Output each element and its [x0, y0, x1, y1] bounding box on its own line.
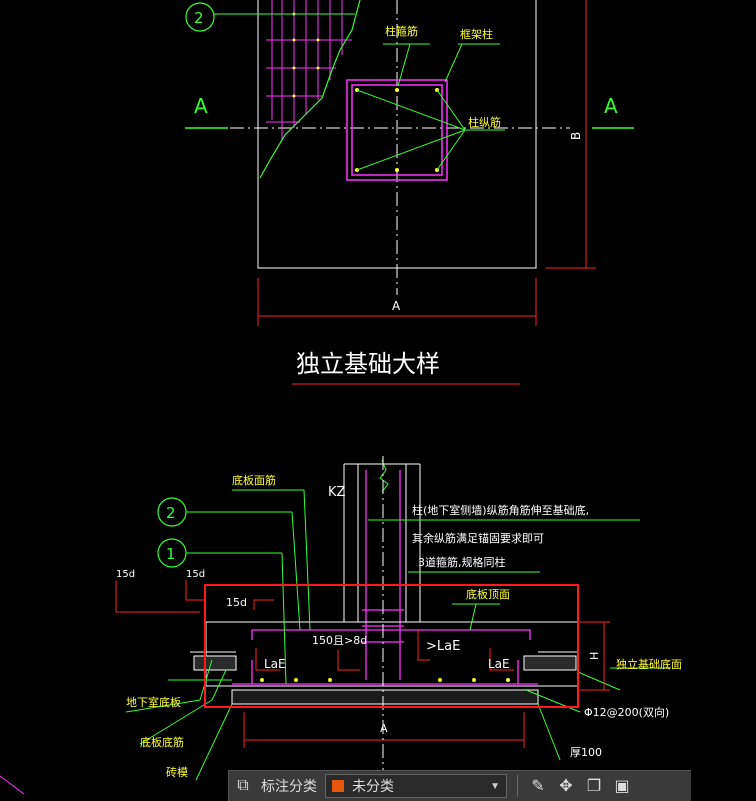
- label-rebar-spec: Φ12@200(双向): [584, 705, 669, 719]
- highlight-box: [204, 584, 579, 708]
- footing-slab: [205, 621, 579, 687]
- toolbar-divider: [517, 775, 518, 797]
- category-selected-value: 未分类: [352, 779, 394, 795]
- section-view: 2 1 KZ 底板: [0, 456, 682, 794]
- label-15d-b: 15d: [186, 569, 205, 580]
- callout-2-text: 2: [166, 504, 176, 522]
- callout-2-plan-text: 2: [194, 9, 204, 27]
- category-dropdown[interactable]: 未分类 ▼: [325, 774, 507, 798]
- label-lae-left: LaE: [264, 657, 286, 671]
- label-bottom-bar: 底板底筋: [140, 735, 184, 749]
- category-label: 标注分类: [261, 779, 317, 795]
- callout-circle-2-plan: [185, 2, 215, 32]
- label-150: 150且>8d: [312, 634, 367, 647]
- label-basement-floor: 地下室底板: [126, 695, 181, 709]
- chevron-down-icon: ▼: [490, 780, 500, 792]
- label-col-stirrup: 柱箍筋: [385, 24, 418, 38]
- column-outer: [346, 79, 448, 181]
- top-bar: [251, 629, 531, 640]
- rebar-grid: [266, 0, 355, 140]
- label-frame-column: 框架柱: [460, 27, 493, 41]
- brick-form-left: [193, 655, 237, 671]
- label-lae-right: LaE: [488, 657, 510, 671]
- section-mark-right: A: [604, 94, 618, 118]
- label-15d-a: 15d: [116, 569, 135, 580]
- callout-1-text: 1: [166, 545, 176, 563]
- label-brick: 砖模: [166, 765, 188, 779]
- paste-icon[interactable]: ▣: [614, 778, 630, 795]
- brick-form-right: [523, 655, 577, 671]
- label-found-bottom: 独立基础底面: [616, 657, 682, 671]
- column-stirrup: [351, 84, 443, 176]
- plan-view: A A: [185, 0, 634, 385]
- note-line-2: 其余纵筋满足锚固要求即可: [412, 531, 544, 545]
- label-lae-mid: >LaE: [426, 639, 460, 654]
- blinding-layer: [231, 689, 539, 705]
- move-icon[interactable]: ✥: [559, 778, 573, 795]
- label-bottom-top-bar: 底板面筋: [232, 473, 276, 487]
- annotation-toolbar: ⧉ 标注分类 未分类 ▼ ✎ ✥ ❐ ▣: [228, 770, 691, 801]
- group-icon[interactable]: ⧉: [237, 777, 249, 794]
- section-mark-left: A: [194, 94, 208, 118]
- note-stirrups: 3道箍筋,规格同柱: [418, 555, 506, 569]
- dim-height-label: B: [569, 132, 583, 140]
- label-15d-c: 15d: [226, 596, 247, 609]
- edit-icon[interactable]: ✎: [531, 778, 545, 795]
- copy-icon[interactable]: ❐: [586, 778, 602, 795]
- label-kz: KZ: [328, 485, 346, 500]
- category-swatch: [332, 780, 344, 792]
- dim-width-label: A: [392, 299, 401, 313]
- drawing-title: 独立基础大样: [296, 350, 440, 378]
- note-line-1: 柱(地下室侧墙)纵筋角筋伸至基础底,: [412, 503, 589, 517]
- dim-a-section: A: [380, 722, 388, 735]
- label-thickness: 厚100: [570, 746, 602, 759]
- label-h: H: [588, 652, 601, 660]
- break-line: [259, 0, 361, 179]
- label-slab-top: 底板顶面: [466, 587, 510, 601]
- label-col-longbar: 柱纵筋: [468, 115, 501, 129]
